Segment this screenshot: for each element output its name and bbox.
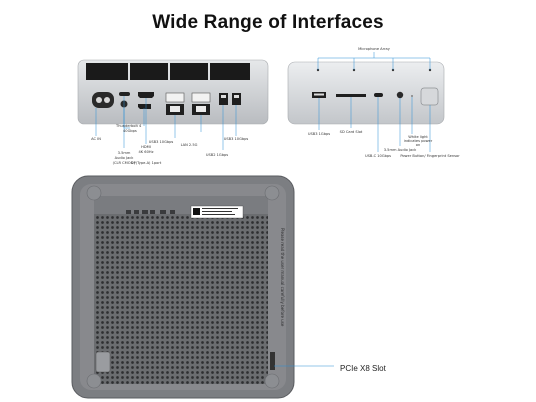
usb-port bbox=[232, 93, 241, 105]
lan-port bbox=[165, 92, 185, 115]
lan-port bbox=[191, 92, 211, 115]
thunderbolt-port bbox=[119, 92, 130, 96]
power-indicator-label: White light indicates power on bbox=[403, 135, 433, 147]
thunderbolt-label: Thunderbolt 4 bbox=[116, 124, 142, 128]
usb-c-port bbox=[374, 93, 383, 97]
hdmi-label: HDMI bbox=[141, 145, 151, 149]
qr-code-icon bbox=[193, 208, 200, 215]
audio-jack-label: Audio Jack bbox=[114, 156, 134, 160]
power-button-label: Power Button/ Fingerprint Sensor bbox=[400, 154, 460, 158]
audio-jack bbox=[396, 91, 404, 99]
lan-label: LAN 2.5G bbox=[180, 143, 198, 147]
dp-port bbox=[138, 104, 151, 109]
front-usb3-label: USB3 1Gbps bbox=[307, 132, 331, 136]
rear-vent bbox=[170, 63, 208, 80]
rear-panel bbox=[77, 59, 269, 125]
side-warning-text: Please read the user manual carefully be… bbox=[280, 228, 285, 327]
front-panel bbox=[287, 61, 445, 125]
usb-c-label: USB-C 10Gbps bbox=[364, 154, 392, 158]
page-title: Wide Range of Interfaces bbox=[152, 12, 384, 33]
front-callouts bbox=[317, 52, 431, 152]
power-button bbox=[420, 87, 439, 106]
usb3-label: USB3 10Gbps bbox=[148, 140, 174, 144]
hdmi-port bbox=[138, 92, 154, 98]
certification-icons bbox=[126, 210, 175, 214]
rear-vent bbox=[130, 63, 168, 80]
rear-vent bbox=[86, 63, 128, 80]
pcie-slot-label: PCIe X8 Slot bbox=[340, 364, 386, 373]
ac-in-port bbox=[92, 92, 114, 108]
usb-port bbox=[219, 93, 228, 105]
sd-slot-label: SD Card Slot bbox=[339, 130, 363, 134]
bottom-view: Please read the user manual carefully be… bbox=[71, 175, 334, 399]
rear-callouts bbox=[95, 96, 237, 150]
sd-card-slot bbox=[336, 94, 366, 97]
vent-grid bbox=[94, 196, 268, 384]
ac-in-label: AC IN bbox=[91, 137, 101, 141]
usb2-label: USB2 1Gbps bbox=[205, 153, 229, 157]
usb3-b-label: USB3 10Gbps bbox=[223, 137, 249, 141]
hdmi-res-label: 4K 60Hz bbox=[138, 150, 154, 154]
power-led-icon bbox=[411, 95, 413, 97]
rear-vent bbox=[210, 63, 250, 80]
dp-label: DP(Type-A) 1port bbox=[130, 161, 162, 165]
microphone-label: Microphone Array bbox=[358, 47, 390, 51]
thunderbolt-speed-label: 40Gbps bbox=[123, 129, 137, 133]
front-audio-label: 3.5mm Audio Jack bbox=[383, 148, 417, 152]
latch bbox=[95, 351, 111, 373]
audio-ctia-label: (CLR CMOS ) bbox=[112, 161, 136, 165]
audio-35-label: 3.5mm bbox=[117, 151, 131, 155]
pcie-slot bbox=[270, 352, 275, 370]
